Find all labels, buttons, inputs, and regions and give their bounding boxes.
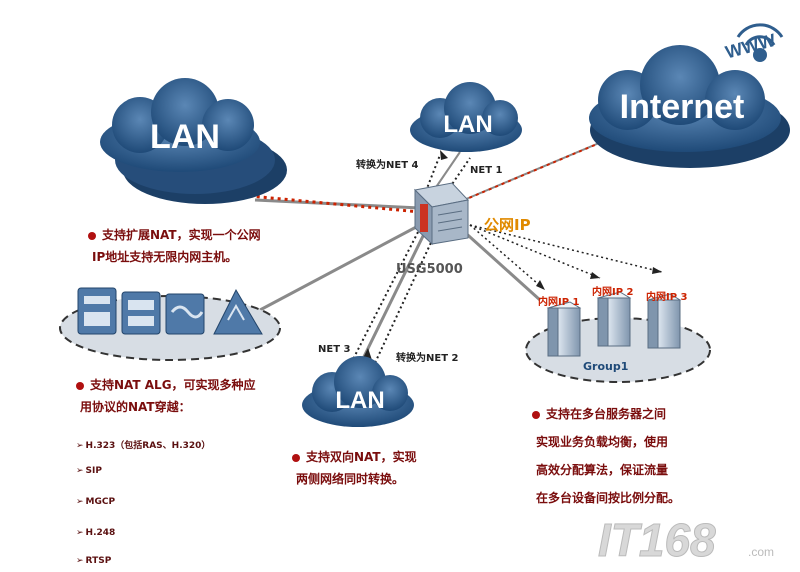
nat4-label: 转换为NET 4 bbox=[356, 160, 419, 171]
inner-ip-1-label: 内网IP 1 bbox=[538, 297, 580, 308]
server-2-icon bbox=[596, 291, 632, 347]
feature-bidir-line1: 支持双向NAT，实现 bbox=[306, 450, 417, 464]
public-ip-label: 公网IP bbox=[484, 216, 531, 234]
appliance-4-icon bbox=[213, 288, 263, 335]
feature-loadbal-line1: 支持在多台服务器之间 bbox=[546, 407, 667, 421]
arrowhead-net4 bbox=[440, 150, 448, 160]
feature-nat-alg: 支持NAT ALG，可实现多种应 用协议的NAT穿越： bbox=[76, 374, 256, 418]
inner-ip-2-label: 内网IP 2 bbox=[592, 287, 634, 298]
group-label: Group1 bbox=[583, 360, 629, 373]
lan-left-label: LAN bbox=[150, 118, 220, 156]
net1-label: NET 1 bbox=[470, 165, 503, 176]
feature-bidir-line2: 两侧网络同时转换。 bbox=[296, 472, 405, 486]
protocol-item: ➢H.248 bbox=[76, 528, 116, 538]
feature-nat-alg-line1: 支持NAT ALG，可实现多种应 bbox=[90, 378, 256, 392]
protocol-item: ➢SIP bbox=[76, 466, 102, 476]
lan-bottom-cloud bbox=[302, 356, 414, 427]
link-bottom-dotted-b bbox=[367, 233, 436, 379]
feature-loadbal-line2: 实现业务负载均衡，使用 bbox=[536, 435, 669, 449]
feature-nat-alg-line2: 用协议的NAT穿越： bbox=[80, 400, 191, 414]
appliance-2-icon bbox=[121, 291, 161, 335]
feature-nat-ext-line1: 支持扩展NAT，实现一个公网 bbox=[102, 228, 261, 242]
internet-cloud bbox=[589, 45, 790, 168]
feature-nat-ext-line2: IP地址支持无限内网主机。 bbox=[92, 250, 238, 264]
feature-bidir: 支持双向NAT，实现 两侧网络同时转换。 bbox=[292, 446, 417, 490]
protocol-item: ➢H.323（包括RAS、H.320） bbox=[76, 441, 211, 451]
bullet-icon bbox=[532, 410, 540, 419]
link-left-cloud bbox=[254, 198, 421, 210]
inner-ip-3-label: 内网IP 3 bbox=[646, 292, 688, 303]
device-name-label: USG5000 bbox=[396, 262, 463, 277]
feature-loadbal: 支持在多台服务器之间 实现业务负载均衡，使用 高效分配算法，保证流量 在多台设备… bbox=[532, 400, 680, 512]
internet-label: Internet bbox=[620, 88, 745, 126]
server-3-icon bbox=[646, 293, 682, 349]
link-bottom-dotted-a bbox=[344, 231, 419, 376]
arrowhead-lb-1 bbox=[536, 280, 545, 290]
lan-bottom-label: LAN bbox=[335, 387, 384, 414]
lan-top-cloud bbox=[410, 82, 522, 152]
bullet-icon bbox=[88, 231, 96, 240]
appliance-group bbox=[59, 287, 281, 361]
arrowhead-lb-2 bbox=[590, 272, 600, 279]
net3-label: NET 3 bbox=[318, 344, 351, 355]
link-top-dotted-a bbox=[423, 154, 441, 197]
nat2-label: 转换为NET 2 bbox=[396, 353, 459, 364]
link-lb-1 bbox=[469, 224, 546, 291]
link-lb-2 bbox=[469, 224, 601, 279]
www-label: WWW bbox=[723, 30, 777, 63]
bullet-icon bbox=[76, 381, 84, 390]
www-signal-icon bbox=[736, 23, 784, 62]
link-nat-left bbox=[249, 194, 421, 214]
feature-loadbal-line4: 在多台设备间按比例分配。 bbox=[536, 491, 681, 505]
lan-top-label: LAN bbox=[443, 111, 492, 138]
watermark-suffix: .com bbox=[748, 545, 774, 559]
server-1-icon bbox=[546, 301, 582, 357]
server-group bbox=[525, 291, 711, 383]
feature-nat-ext: 支持扩展NAT，实现一个公网 IP地址支持无限内网主机。 bbox=[88, 224, 261, 268]
appliance-3-icon bbox=[165, 293, 205, 335]
link-devices bbox=[259, 223, 421, 312]
usg5000-device-icon bbox=[413, 182, 469, 246]
protocol-item: ➢MGCP bbox=[76, 497, 116, 507]
link-servers bbox=[458, 226, 542, 302]
watermark-brand: IT168 bbox=[598, 514, 716, 566]
bullet-icon bbox=[292, 453, 300, 462]
arrowhead-lb-3 bbox=[652, 267, 662, 274]
protocol-item: ➢RTSP bbox=[76, 556, 112, 566]
appliance-1-icon bbox=[77, 287, 117, 335]
feature-loadbal-line3: 高效分配算法，保证流量 bbox=[536, 463, 669, 477]
lan-left-cloud bbox=[100, 78, 287, 204]
